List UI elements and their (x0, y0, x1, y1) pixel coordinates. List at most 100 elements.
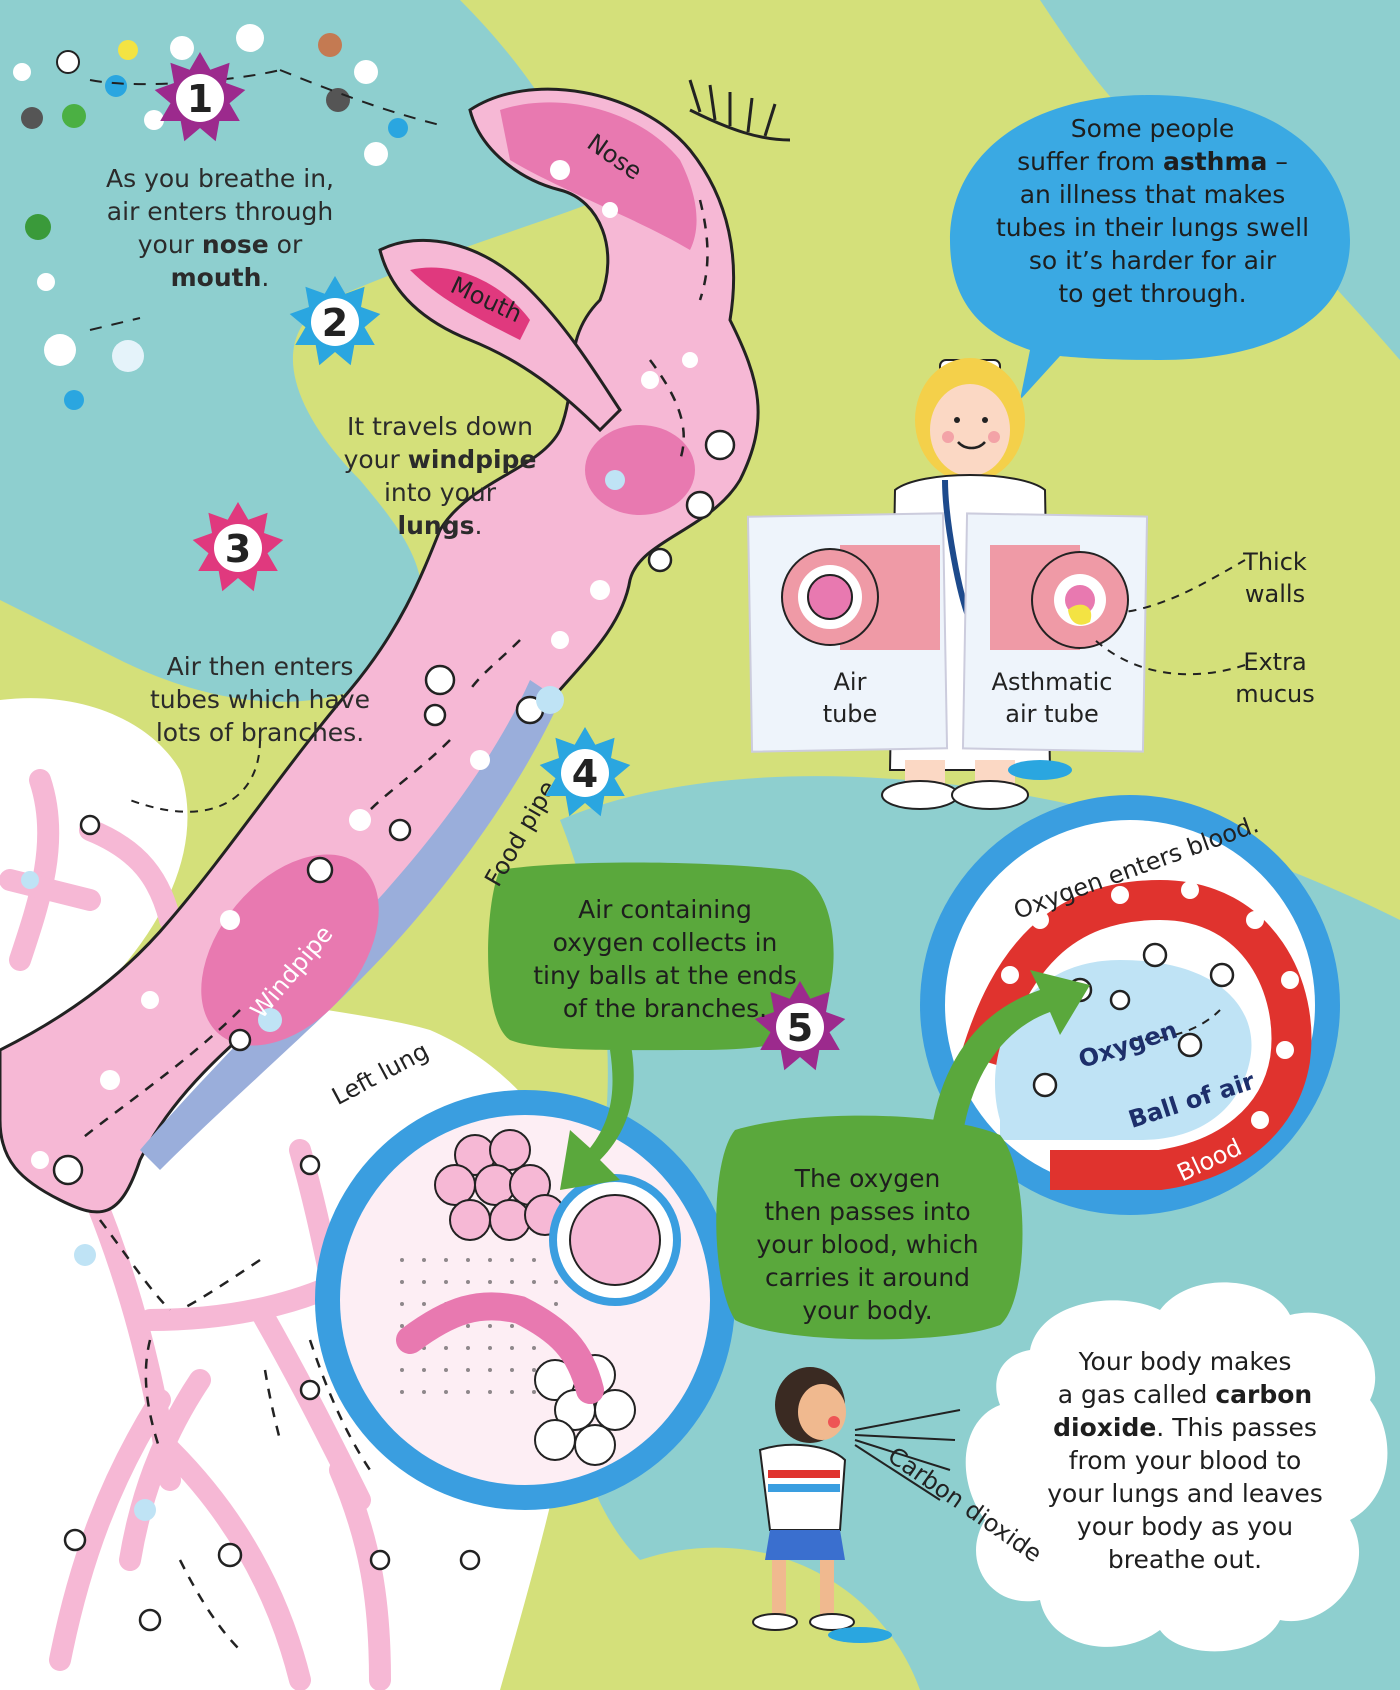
thick-walls-label-line1: Thick (1242, 548, 1307, 576)
step-2-badge: 2 (289, 276, 381, 366)
step-5-badge: 5 (754, 981, 846, 1071)
text-line: lots of branches. (130, 716, 390, 749)
green-arrow-step4 (560, 1040, 634, 1190)
windpipe-patch (201, 854, 379, 1046)
text-run: The oxygen (794, 1164, 941, 1193)
text-line: your body as you (1020, 1510, 1350, 1543)
badge-circle (311, 298, 359, 346)
green-arrow-step5 (930, 970, 1090, 1140)
text-run: oxygen collects in (552, 928, 778, 957)
step-number: 2 (322, 301, 348, 345)
text-line: dioxide. This passes (1020, 1411, 1350, 1444)
text-line: Your body makes (1020, 1345, 1350, 1378)
text-run: from your blood to (1068, 1446, 1302, 1475)
text-line: tiny balls at the ends (510, 959, 820, 992)
eyelash (688, 79, 791, 142)
text-line: air enters through (95, 195, 345, 228)
bold-run: asthma (1162, 147, 1268, 176)
text-run: lots of branches. (155, 718, 365, 747)
text-line: your nose or (95, 228, 345, 261)
nose-cavity (500, 102, 697, 250)
text-run: of the branches. (562, 994, 768, 1023)
text-run: so it’s harder for air (1028, 246, 1277, 275)
text-run: carries it around (764, 1263, 971, 1292)
exhale-arrows (854, 1409, 961, 1501)
throat-patch (585, 425, 695, 515)
asthmatic-tube-label-line2: air tube (1005, 700, 1099, 728)
text-run: into your (383, 478, 497, 507)
text-line: an illness that makes (980, 178, 1325, 211)
text-run: then passes into (764, 1197, 971, 1226)
bold-run: dioxide (1053, 1413, 1157, 1442)
text-run: . (261, 263, 270, 292)
text-run: tubes which have (150, 685, 370, 714)
text-run: to get through. (1058, 279, 1247, 308)
blood-vessel (960, 879, 1312, 1190)
step-4-text: Air containing oxygen collects in tiny bal… (510, 893, 820, 1025)
air-tube-label-line1: Air (834, 668, 867, 696)
text-line: from your blood to (1020, 1444, 1350, 1477)
extra-mucus-leader (1094, 639, 1246, 676)
text-line: your windpipe (320, 443, 560, 476)
text-line: a gas called carbon (1020, 1378, 1350, 1411)
text-run: an illness that makes (1019, 180, 1286, 209)
text-run: Air then enters (166, 652, 354, 681)
text-run: suffer from (1017, 147, 1163, 176)
air-tube-cross-section (781, 545, 940, 650)
text-run: your body as you (1076, 1512, 1294, 1541)
teal-band-top (0, 0, 600, 702)
step-1-badge: 1 (154, 52, 246, 142)
air-dots-white (31, 160, 698, 1169)
text-run: a gas called (1057, 1380, 1216, 1409)
carbon-cloud (965, 1282, 1388, 1652)
text-line: As you breathe in, (95, 162, 345, 195)
badge-circle (561, 749, 609, 797)
thick-walls-leader (1124, 559, 1246, 613)
text-run: your blood, which (756, 1230, 979, 1259)
text-line: your body. (735, 1294, 1000, 1327)
text-line: your lungs and leaves (1020, 1477, 1350, 1510)
text-line: The oxygen (735, 1162, 1000, 1195)
step-number: 3 (225, 527, 251, 571)
extra-mucus-label-line1: Extra (1243, 648, 1306, 676)
text-run: your (343, 445, 408, 474)
step-4-badge: 4 (539, 727, 631, 817)
text-line: to get through. (980, 277, 1325, 310)
text-line: carries it around (735, 1261, 1000, 1294)
step-number: 1 (187, 77, 213, 121)
badge-circle (176, 74, 224, 122)
text-line: suffer from asthma – (980, 145, 1325, 178)
text-run: tiny balls at the ends (533, 961, 797, 990)
bold-run: nose (201, 230, 269, 259)
extra-mucus-label-line2: mucus (1235, 680, 1315, 708)
text-run: your lungs and leaves (1047, 1479, 1323, 1508)
text-run: Air containing (578, 895, 752, 924)
text-line: Air containing (510, 893, 820, 926)
alveolus-highlight-inner (569, 1194, 661, 1286)
text-run: . This passes (1156, 1413, 1317, 1442)
text-run: It travels down (346, 412, 534, 441)
windpipe-tube (0, 87, 760, 1214)
step-number: 5 (787, 1006, 813, 1050)
particles (13, 24, 441, 410)
text-line: tubes in their lungs swell (980, 211, 1325, 244)
text-run: air enters through (106, 197, 334, 226)
step-3-text: Air then enters tubes which have lots of b… (130, 650, 390, 749)
text-run: – (1267, 147, 1288, 176)
text-run: your body. (802, 1296, 933, 1325)
step4-bubble (488, 862, 834, 1051)
step-number: 4 (572, 752, 598, 796)
text-line: lungs. (320, 509, 560, 542)
flow-arrows (79, 199, 709, 1651)
text-line: then passes into (735, 1195, 1000, 1228)
text-line: so it’s harder for air (980, 244, 1325, 277)
text-run: or (268, 230, 303, 259)
text-line: oxygen collects in (510, 926, 820, 959)
bold-run: carbon (1215, 1380, 1313, 1409)
step5-bubble (716, 1115, 1023, 1340)
